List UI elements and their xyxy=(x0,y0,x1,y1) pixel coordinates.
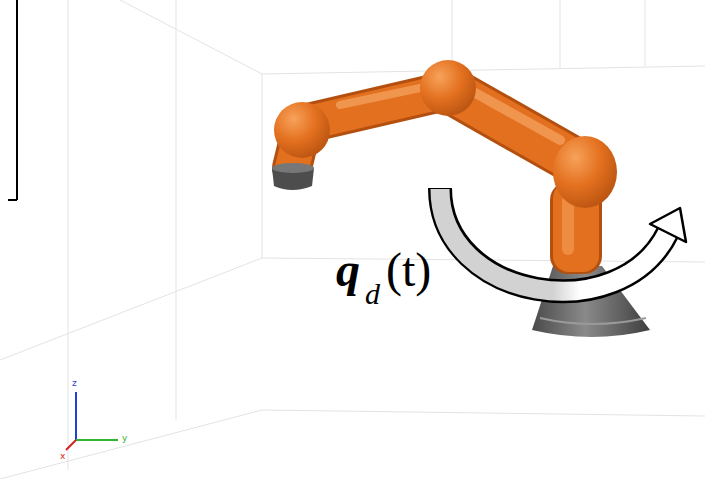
rotation-arrow xyxy=(440,188,686,291)
axis-label: z xyxy=(72,379,77,388)
symbol-q: q xyxy=(336,246,360,294)
axis-triad xyxy=(66,392,118,450)
axis-label: y xyxy=(122,434,127,443)
bracket xyxy=(8,0,17,200)
time-argument: (t) xyxy=(386,246,431,294)
subscript-d: d xyxy=(365,279,380,309)
axis-label: x xyxy=(60,452,65,461)
